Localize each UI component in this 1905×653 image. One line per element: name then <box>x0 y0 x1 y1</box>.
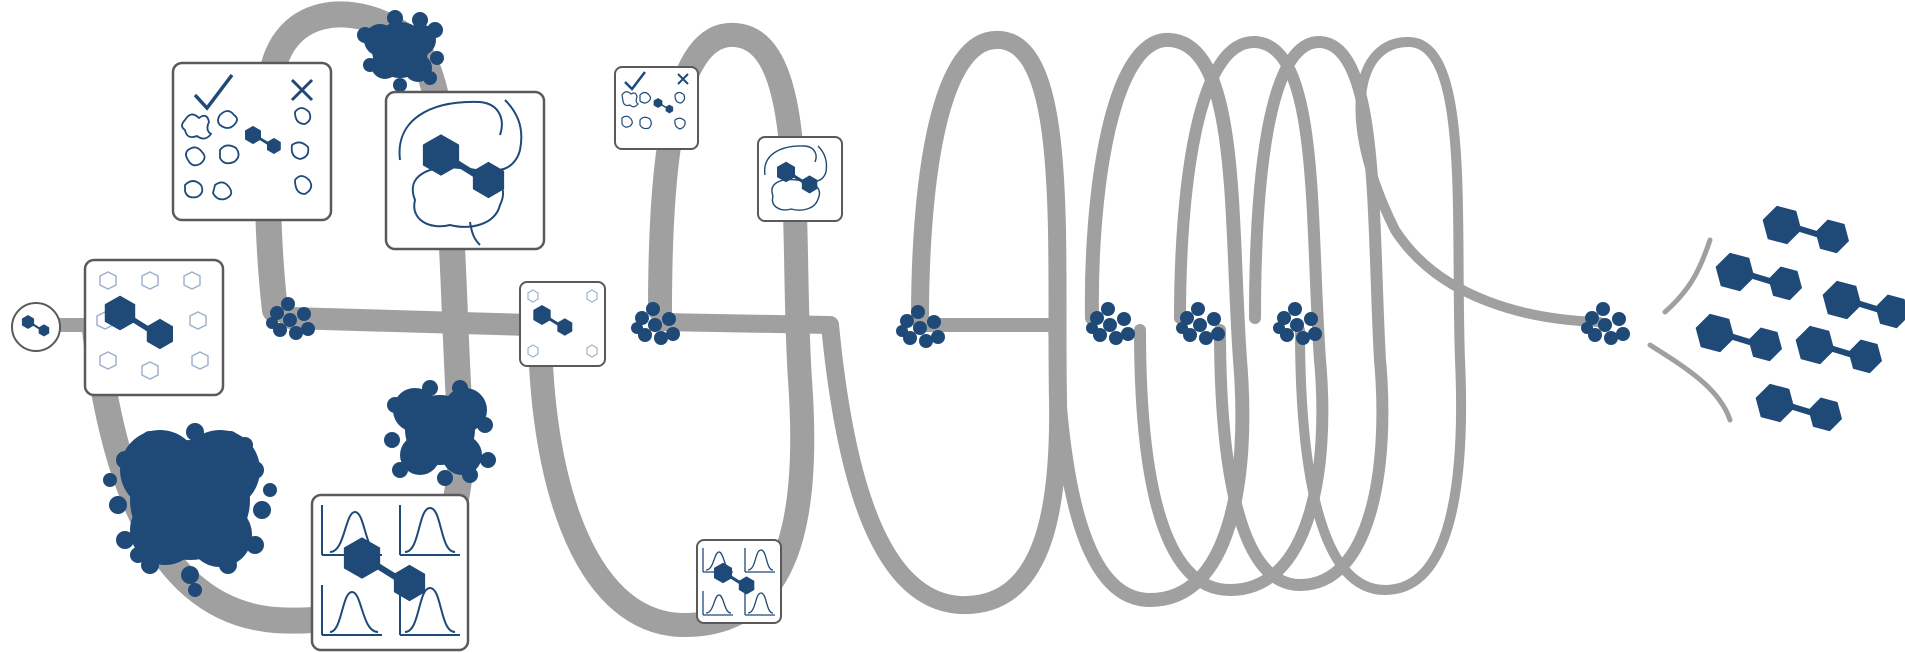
card-small-library <box>520 282 605 366</box>
input-molecule-icon <box>12 303 60 351</box>
candidate-molecule <box>1821 266 1905 344</box>
card-target-selectivity <box>173 63 331 220</box>
candidate-molecule <box>1794 311 1884 389</box>
card-pharmacokinetics <box>312 495 468 650</box>
cluster-stage-7 <box>1581 302 1630 345</box>
card-organ-targeting <box>386 92 544 249</box>
candidate-molecule <box>1754 369 1844 447</box>
cluster-stage-2 <box>631 302 680 345</box>
candidate-molecule <box>1761 191 1851 269</box>
card-small-selectivity <box>615 67 698 149</box>
card-small-organ <box>758 137 842 221</box>
medium-library-cloud <box>384 380 496 486</box>
cluster-stage-3 <box>896 305 945 348</box>
card-virtual-library <box>85 260 223 395</box>
candidate-molecule <box>1714 238 1804 316</box>
card-small-pk <box>697 540 781 623</box>
candidate-molecule <box>1694 299 1784 377</box>
